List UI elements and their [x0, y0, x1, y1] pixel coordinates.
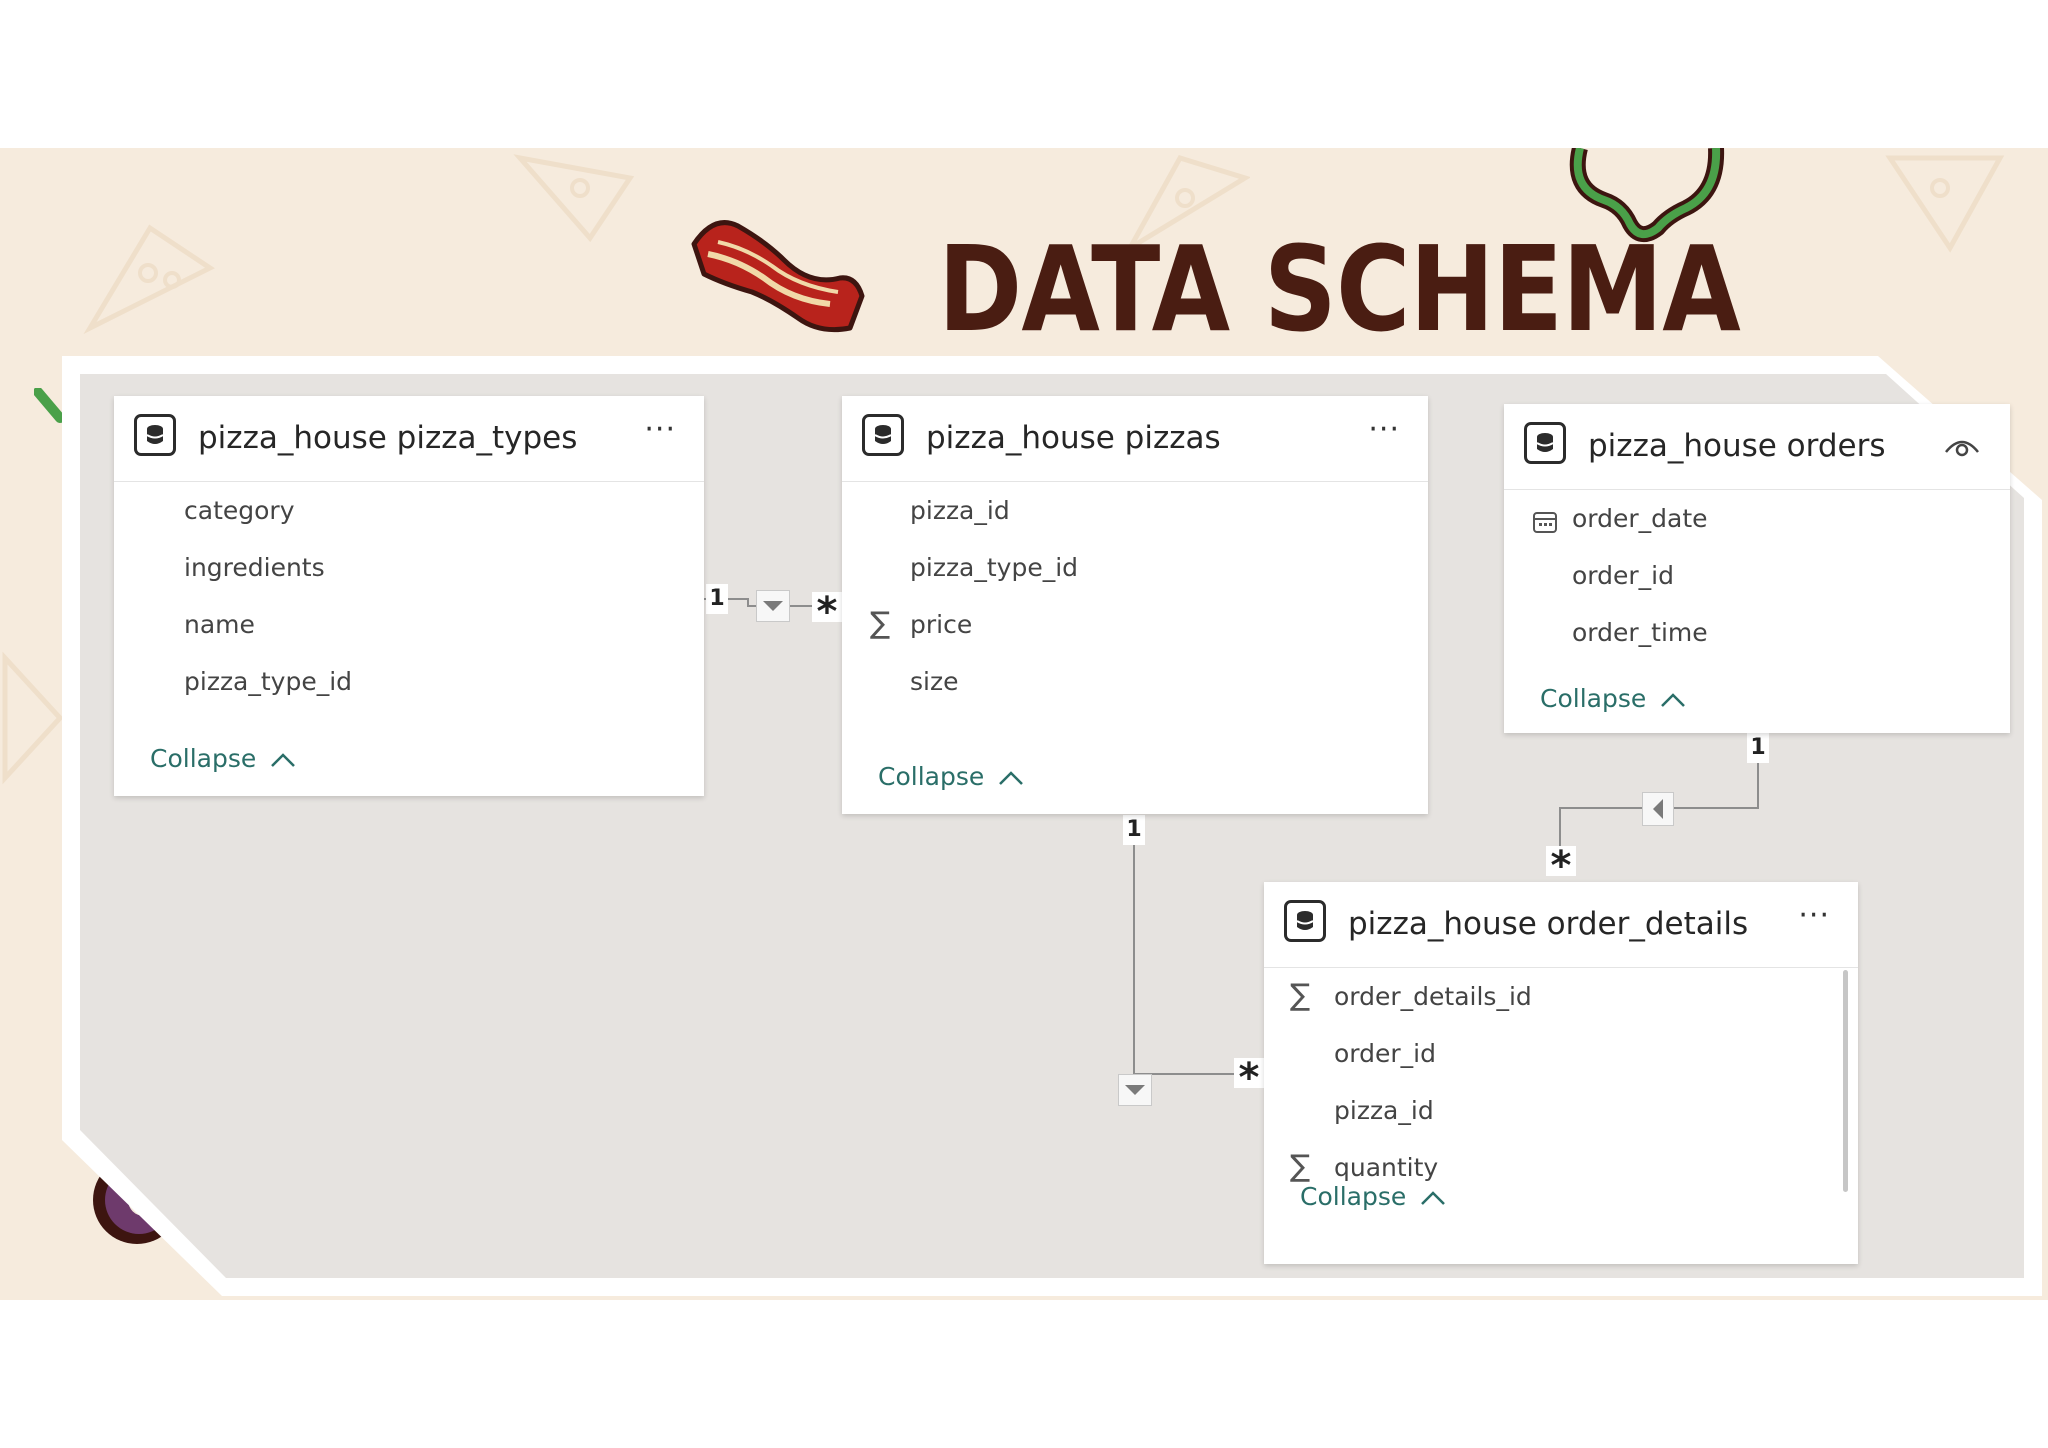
field-row[interactable]: ∑ price [842, 598, 1428, 655]
eye-icon[interactable] [1944, 434, 1980, 458]
chevron-up-icon [1661, 693, 1686, 707]
field-name: category [184, 496, 295, 525]
database-icon [1284, 900, 1326, 942]
field-name: quantity [1334, 1153, 1439, 1182]
field-row[interactable]: pizza_id [1264, 1084, 1858, 1141]
filter-direction-down-icon[interactable] [1118, 1074, 1152, 1106]
relationship-cardinality-one[interactable]: 1 [706, 584, 728, 614]
field-row[interactable]: order_date [1504, 492, 2010, 549]
relationship-cardinality-one[interactable]: 1 [1747, 733, 1769, 763]
filter-direction-left-icon[interactable] [1642, 792, 1674, 826]
field-name: pizza_id [1334, 1096, 1434, 1125]
field-name: order_time [1572, 618, 1708, 647]
bacon-strip-icon [691, 220, 865, 333]
relationship-cardinality-many[interactable]: * [1234, 1058, 1264, 1098]
field-row[interactable]: order_id [1264, 1027, 1858, 1084]
pizza-slice-watermark-icon [2, 651, 64, 785]
collapse-label: Collapse [1540, 684, 1647, 713]
chevron-up-icon [999, 771, 1024, 785]
collapse-label: Collapse [150, 744, 257, 773]
field-name: order_details_id [1334, 982, 1532, 1011]
field-name: order_id [1572, 561, 1674, 590]
green-pepper-icon [1569, 148, 1725, 242]
table-card-header[interactable]: pizza_house orders [1504, 404, 2010, 490]
field-row[interactable]: pizza_id [842, 484, 1428, 541]
pizza-slice-watermark-icon [513, 154, 635, 243]
field-row[interactable]: category [114, 484, 704, 541]
filter-direction-down-icon[interactable] [756, 590, 790, 622]
chevron-up-icon [271, 753, 296, 767]
field-row[interactable]: name [114, 598, 704, 655]
collapse-link[interactable]: Collapse [1300, 1182, 1446, 1211]
pizza-slice-watermark-icon [1123, 155, 1250, 256]
collapse-link[interactable]: Collapse [878, 762, 1024, 791]
field-name: pizza_id [910, 496, 1010, 525]
more-options-icon[interactable]: ··· [1798, 898, 1830, 933]
field-name: order_id [1334, 1039, 1436, 1068]
field-name: order_date [1572, 504, 1708, 533]
relationship-cardinality-many[interactable]: * [812, 592, 842, 632]
database-icon [134, 414, 176, 456]
database-icon [1524, 422, 1566, 464]
green-pepper-fragment-icon [34, 388, 64, 423]
field-name: size [910, 667, 959, 696]
calendar-icon [1533, 512, 1557, 533]
table-card-pizza-types[interactable]: pizza_house pizza_types ··· category ing… [114, 396, 704, 796]
field-name: pizza_type_id [184, 667, 353, 696]
sigma-icon: ∑ [1290, 978, 1311, 1013]
sigma-icon: ∑ [870, 606, 891, 641]
table-card-header[interactable]: pizza_house pizzas ··· [842, 396, 1428, 482]
database-icon [862, 414, 904, 456]
collapse-label: Collapse [1300, 1182, 1407, 1211]
field-name: pizza_type_id [910, 553, 1079, 582]
field-row[interactable]: ∑ order_details_id [1264, 970, 1858, 1027]
chevron-up-icon [1421, 1191, 1446, 1205]
table-name: pizza_house orders [1588, 428, 1886, 464]
pizza-slice-watermark-icon [1885, 155, 2005, 253]
collapse-label: Collapse [878, 762, 985, 791]
field-row[interactable]: size [842, 655, 1428, 712]
table-name: pizza_house pizza_types [198, 420, 578, 456]
field-row[interactable]: pizza_type_id [114, 655, 704, 712]
table-card-header[interactable]: pizza_house pizza_types ··· [114, 396, 704, 482]
pizza-slice-watermark-icon [83, 224, 215, 335]
table-card-order-details[interactable]: pizza_house order_details ··· ∑ order_det… [1264, 882, 1858, 1264]
scrollbar[interactable] [1843, 970, 1848, 1192]
table-card-header[interactable]: pizza_house order_details ··· [1264, 882, 1858, 968]
page-title: DATA SCHEMA [938, 220, 1741, 358]
table-card-pizzas[interactable]: pizza_house pizzas ··· pizza_id pizza_ty… [842, 396, 1428, 814]
field-list: ∑ order_details_id order_id pizza_id ∑ qua… [1264, 970, 1858, 1198]
field-list: pizza_id pizza_type_id ∑ price size [842, 484, 1428, 712]
field-row[interactable]: ingredients [114, 541, 704, 598]
sigma-icon: ∑ [1290, 1149, 1311, 1184]
table-name: pizza_house order_details [1348, 906, 1749, 942]
field-row[interactable]: order_time [1504, 606, 2010, 663]
slide: DATA SCHEMA 1 * 1 * 1 * pizza_house pizz… [0, 148, 2048, 1300]
field-list: category ingredients name pizza_type_id [114, 484, 704, 712]
table-name: pizza_house pizzas [926, 420, 1221, 456]
more-options-icon[interactable]: ··· [644, 412, 676, 447]
field-name: price [910, 610, 973, 639]
more-options-icon[interactable]: ··· [1368, 412, 1400, 447]
field-name: name [184, 610, 255, 639]
field-list: order_date order_id order_time [1504, 492, 2010, 663]
relationship-cardinality-many[interactable]: * [1546, 846, 1576, 886]
field-row[interactable]: pizza_type_id [842, 541, 1428, 598]
collapse-link[interactable]: Collapse [150, 744, 296, 773]
field-row[interactable]: order_id [1504, 549, 2010, 606]
collapse-link[interactable]: Collapse [1540, 684, 1686, 713]
field-name: ingredients [184, 553, 325, 582]
table-card-orders[interactable]: pizza_house orders order_date order_id o… [1504, 404, 2010, 733]
relationship-cardinality-one[interactable]: 1 [1123, 815, 1145, 845]
field-row[interactable]: ∑ quantity [1264, 1141, 1858, 1198]
